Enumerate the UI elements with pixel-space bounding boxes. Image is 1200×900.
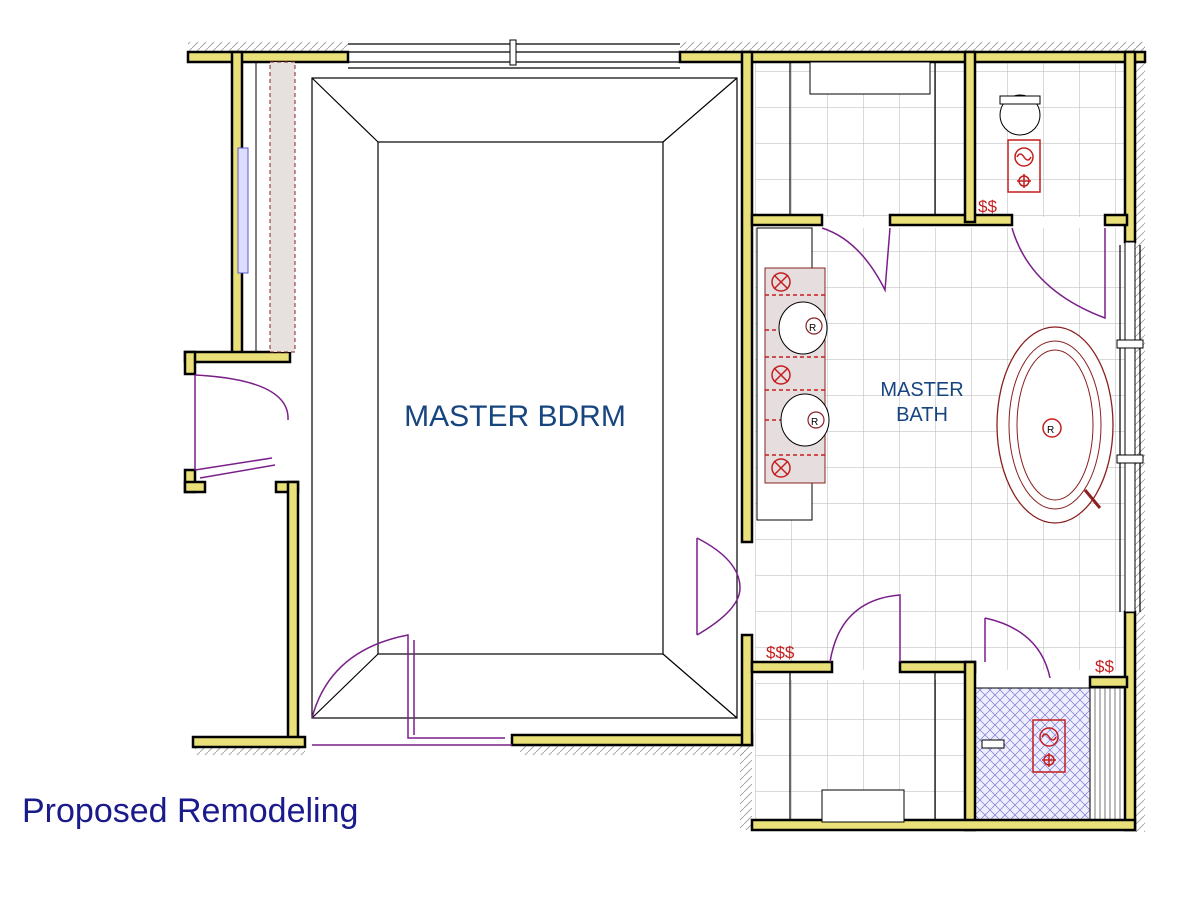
sink-icon: R: [780, 393, 830, 447]
walls: [183, 50, 1147, 832]
doors: [194, 227, 1106, 746]
electrical-outlet-label: $$: [978, 197, 997, 216]
window-top: [348, 39, 680, 69]
exhaust-fan-icon: [1007, 139, 1041, 193]
room-label-master-bath: MASTER: [880, 379, 963, 401]
toilet-icon: [999, 94, 1041, 136]
electrical-outlet-label: $$$: [766, 643, 795, 662]
window-right: [1116, 241, 1144, 613]
upper-room-fixtures: [789, 61, 936, 215]
freestanding-tub: R: [996, 326, 1114, 524]
light-fixture-icon: [771, 272, 791, 478]
lower-room-fixtures: [789, 672, 936, 823]
svg-text:R: R: [1047, 425, 1054, 436]
room-label-master-bedroom: MASTER BDRM: [404, 400, 626, 433]
svg-text:R: R: [809, 323, 816, 334]
wc-tile-floor: [975, 62, 1125, 217]
vanity-counter: [756, 227, 826, 521]
shower-valve-icon: [981, 719, 1066, 773]
plan-caption: Proposed Remodeling: [22, 792, 358, 830]
tray-ceiling: [311, 77, 738, 719]
closet-shelving: [237, 61, 296, 353]
electrical-outlet-label: $$: [1095, 657, 1114, 676]
sink-icon: R: [778, 301, 828, 355]
room-label-master-bath-line2: BATH: [896, 404, 948, 426]
svg-text:R: R: [811, 417, 818, 428]
